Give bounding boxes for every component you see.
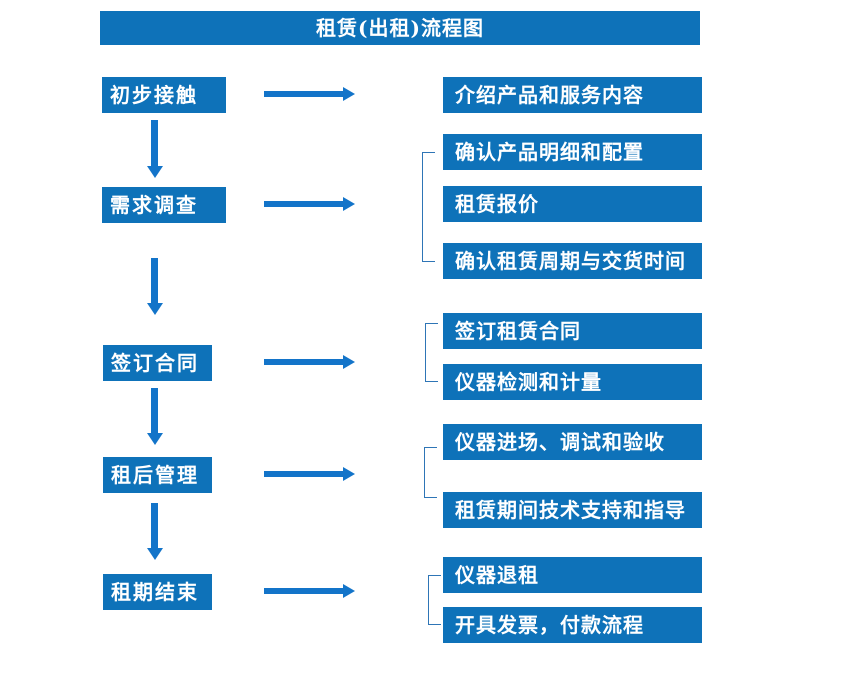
step-box-lease-end: 租期结束 [103,574,212,610]
group-bracket [422,152,435,262]
arrow-head-down-icon [147,433,163,445]
detail-box: 开具发票，付款流程 [443,607,702,643]
arrow-shaft [151,120,158,167]
detail-box: 租赁期间技术支持和指导 [443,492,702,528]
detail-box: 仪器检测和计量 [443,364,702,400]
down-arrow [147,258,163,315]
arrow-head-right-icon [343,197,355,211]
arrow-shaft [264,201,344,207]
arrow-shaft [264,471,344,477]
detail-box: 仪器进场、调试和验收 [443,424,702,460]
right-arrow [264,467,355,481]
step-box-post-rental-management: 租后管理 [103,457,212,493]
step-box-sign-contract: 签订合同 [103,345,212,381]
right-arrow [264,584,355,598]
arrow-head-down-icon [147,166,163,178]
detail-box: 仪器退租 [443,557,702,593]
step-box-initial-contact: 初步接触 [102,77,226,113]
group-bracket [425,323,438,382]
arrow-head-right-icon [343,355,355,369]
arrow-shaft [264,91,344,97]
detail-box: 确认产品明细和配置 [443,134,702,170]
detail-box: 租赁报价 [443,186,702,222]
right-arrow [264,197,355,211]
arrow-head-down-icon [147,548,163,560]
arrow-shaft [151,258,158,304]
arrow-head-right-icon [343,584,355,598]
arrow-head-right-icon [343,87,355,101]
detail-box: 签订租赁合同 [443,313,702,349]
arrow-head-right-icon [343,467,355,481]
group-bracket [428,575,441,625]
right-arrow [264,355,355,369]
right-arrow [264,87,355,101]
detail-box: 介绍产品和服务内容 [443,77,702,113]
arrow-head-down-icon [147,303,163,315]
arrow-shaft [264,588,344,594]
down-arrow [147,120,163,178]
arrow-shaft [151,503,158,549]
detail-box: 确认租赁周期与交货时间 [443,243,702,279]
down-arrow [147,503,163,560]
flowchart-title: 租赁(出租)流程图 [100,11,700,45]
arrow-shaft [264,359,344,365]
down-arrow [147,388,163,445]
arrow-shaft [151,388,158,434]
group-bracket [424,447,437,498]
step-box-demand-survey: 需求调查 [102,187,226,223]
